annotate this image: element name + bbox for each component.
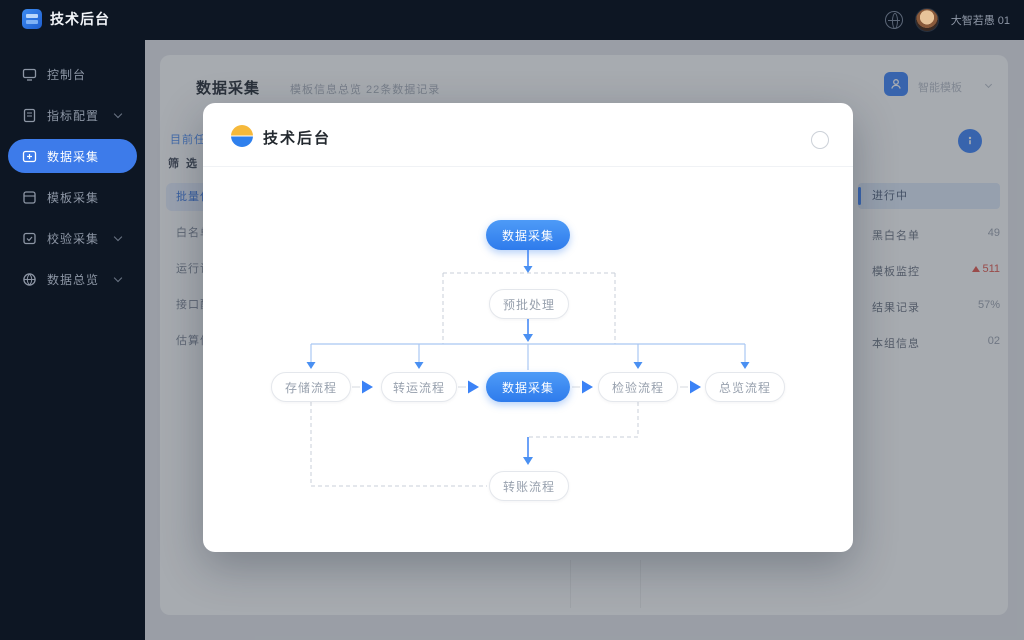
list-item[interactable]: 白名单 [176,227,212,239]
table-divider [640,560,641,608]
template-icon [22,190,37,205]
collect-icon [22,149,37,164]
page-title: 数据采集 [196,80,261,97]
panel-row-label: 结果记录 [872,302,920,314]
overview-icon [22,272,37,287]
brand-layers-icon [22,9,42,29]
filter-label: 筛 选 [168,158,200,170]
globe-icon[interactable] [884,11,903,29]
sidebar-item-label: 数据采集 [47,149,100,164]
flow-node-collect[interactable]: 数据采集 [486,372,570,402]
info-icon [968,136,972,145]
panel-row: 结果记录 57% [872,299,1000,315]
flow-connectors [306,250,750,487]
flow-node-preprocess[interactable]: 预批处理 [489,289,569,319]
flow-node-overview[interactable]: 总览流程 [705,372,785,402]
brand: 技术后台 [22,9,110,29]
flow-node-check[interactable]: 检验流程 [598,372,678,402]
sidebar-item-label: 控制台 [47,67,87,82]
sidebar-item-data-collection[interactable]: 数据采集 [8,139,137,173]
top-right-cluster: 大智若愚 01 [884,0,1010,40]
verify-icon [22,231,37,246]
flow-node-storage[interactable]: 存储流程 [271,372,351,402]
avatar[interactable] [914,8,939,32]
info-button[interactable] [958,129,982,153]
panel-row-value: 57% [977,299,1000,311]
sidebar-item-label: 模板采集 [47,190,100,205]
flowchart: 数据采集 预批处理 存储流程 转运流程 数据采集 检验流程 总览流程 转账流程 [203,167,853,552]
flow-node-transfer[interactable]: 转运流程 [381,372,457,402]
panel-row-label: 黑白名单 [872,230,920,242]
panel-row: 本组信息 02 [872,335,1000,351]
flow-modal: 技术后台 [203,103,853,552]
top-bar: 技术后台 大智若愚 01 [0,0,1024,40]
sidebar-item-label: 校验采集 [47,231,100,246]
sidebar: 控制台 指标配置 数据采集 模板采集 校验采集 数据总览 [0,40,145,640]
flow-node-final[interactable]: 转账流程 [489,471,569,501]
flow-node-source[interactable]: 数据采集 [486,220,570,250]
assistant-button[interactable] [884,72,908,96]
modal-logo-icon [231,125,253,147]
modal-title: 技术后台 [263,130,332,147]
panel-row-label: 模板监控 [872,266,920,278]
sidebar-item-metrics[interactable]: 指标配置 [8,98,137,132]
status-panel-header: 进行中 [858,183,1000,209]
page-subtitle: 模板信息总览 22条数据记录 [290,84,441,96]
panel-row: 模板监控 511 [872,263,1000,279]
chevron-down-icon [113,273,123,283]
monitor-icon [22,67,37,82]
trend-up-icon [972,266,981,272]
brand-name: 技术后台 [50,11,110,27]
username: 大智若愚 01 [950,15,1010,27]
chevron-down-icon [113,232,123,242]
panel-row-value: 49 [987,227,1000,239]
person-icon [891,79,901,89]
modal-header: 技术后台 [203,103,853,167]
panel-row-value: 02 [987,335,1000,347]
sidebar-item-label: 指标配置 [47,108,100,123]
chevron-down-icon [113,109,123,119]
sidebar-item-console[interactable]: 控制台 [8,57,137,91]
config-icon [22,108,37,123]
sidebar-item-verify[interactable]: 校验采集 [8,221,137,255]
panel-row-label: 本组信息 [872,338,920,350]
close-circle-icon[interactable] [811,131,829,149]
panel-row: 黑白名单 49 [872,227,1000,243]
toolbar-hint: 智能模板 [918,82,962,94]
sidebar-item-label: 数据总览 [47,272,100,287]
panel-row-value: 511 [972,263,1000,275]
sidebar-item-overview[interactable]: 数据总览 [8,262,137,296]
sidebar-item-template[interactable]: 模板采集 [8,180,137,214]
table-divider [570,560,571,608]
